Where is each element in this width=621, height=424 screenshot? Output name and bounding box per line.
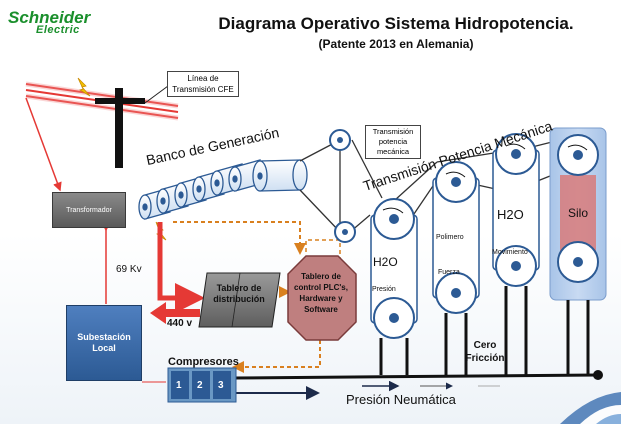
control-line-comp [232,340,321,373]
transformer-box: Transformador [52,192,126,228]
arrow-440v [150,302,166,324]
compressor-1: 1 [176,380,182,391]
label-linea-cfe: Línea de Transmisión CFE [167,71,239,97]
rotation-arrows [382,143,588,214]
compressor-3: 3 [218,380,224,391]
label-presion: Presión [372,286,396,293]
label-cero-friccion: Cero Fricción [465,340,505,364]
page-subtitle: (Patente 2013 en Alemania) [318,37,474,51]
label-h2o-1: H2O [373,255,398,269]
label-tablero-distribucion: Tablero de distribución [213,283,265,304]
label-tablero-control: Tablero de control PLC's, Hardware y Sof… [294,272,348,314]
label-h2o-2: H2O [497,207,524,222]
compressor-block [167,367,237,403]
support-posts [379,286,590,375]
label-movimiento: Movimiento [492,249,528,256]
label-fuerza: Fuerza [438,269,460,276]
pneumatic-end [593,370,603,380]
brand-logo: Schneider [8,8,91,27]
tablero-divider [231,272,241,328]
hydraulic-columns [370,149,540,324]
small-pulley [329,129,356,243]
substation-box: Subestación Local [66,305,142,381]
line-to-transformer [25,97,62,192]
label-silo: Silo [568,206,589,220]
tablero-control [287,255,357,341]
generator-bank [138,159,308,220]
label-polimero: Polimero [436,234,464,241]
lightning-icon [77,77,91,97]
page-title: Diagrama Operativo Sistema Hidropotencia… [218,14,574,33]
callout-line [144,85,169,104]
label-presion-neumatica: Presión Neumática [346,392,456,407]
tablero-distribucion [198,272,281,328]
utility-pole [95,88,145,168]
control-line-gen [173,221,306,255]
brand-logo-sub: Electric [36,24,80,36]
compressor-2: 2 [197,380,203,391]
label-69kv: 69 Kv [116,264,142,275]
label-transmision-mecanica: Transmisión potencia mecánica [365,125,421,159]
pneumatic-main-line [233,373,599,380]
decorative-swirl [560,392,621,424]
column-pulleys [373,133,599,339]
substation-label: Subestación Local [77,332,131,353]
label-compresores: Compresores [168,356,239,368]
label-440v: 440 v [167,318,193,329]
line-gen-to-tablero [157,222,205,313]
